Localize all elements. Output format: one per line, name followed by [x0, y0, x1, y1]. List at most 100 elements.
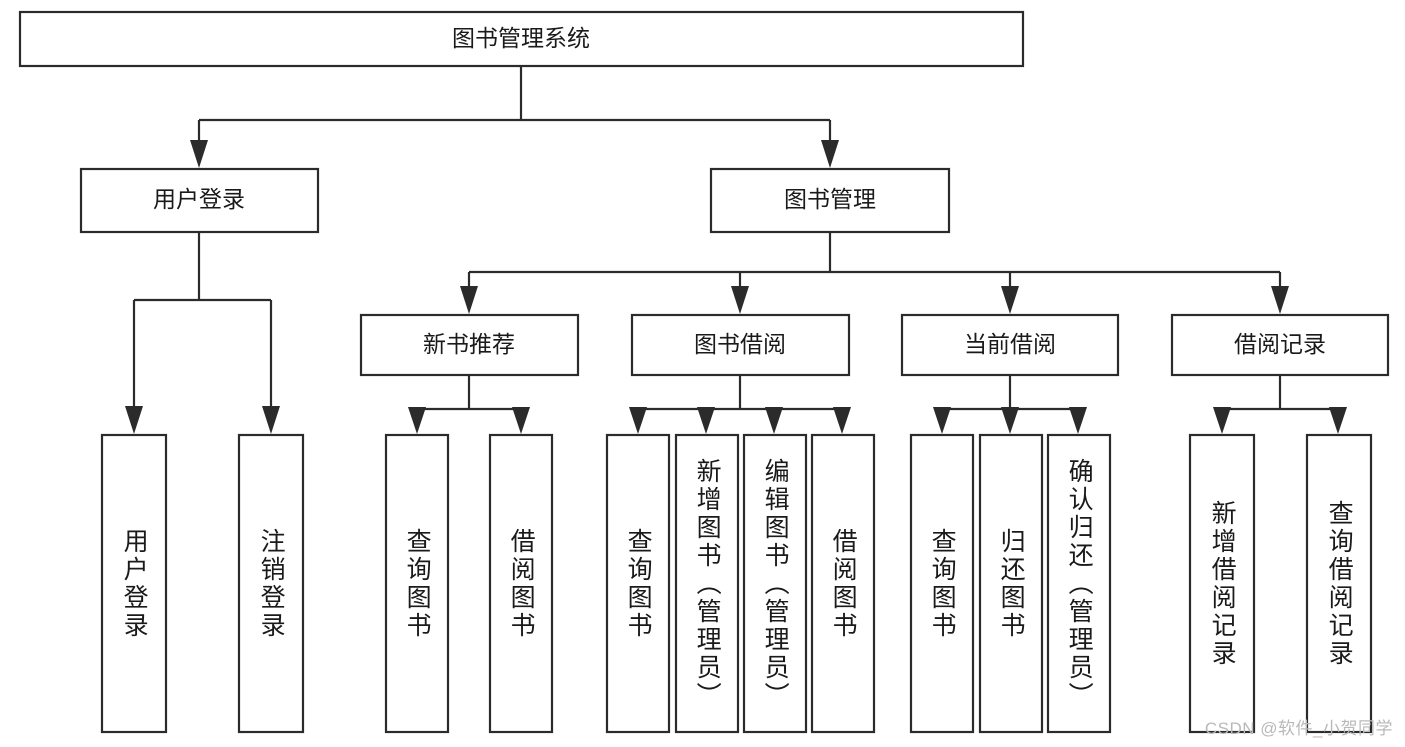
leaf-borrow-record-1-label: 新增借阅记录: [1208, 499, 1237, 668]
leaf-book-borrow-1-label: 查询图书: [624, 527, 653, 640]
arrow-bookmgmt-child-1: [460, 286, 478, 314]
leaf-borrow-record-2-box[interactable]: [1305, 433, 1373, 734]
leaf-user-login-1[interactable]: 用户登录: [100, 433, 168, 734]
arrow-current-leaf-1: [933, 407, 951, 434]
node-new-book-recommend[interactable]: 新书推荐: [359, 313, 580, 377]
node-current-borrow-box[interactable]: [900, 313, 1120, 377]
leaf-book-borrow-3-label: 编辑图书（管理员）: [761, 457, 790, 710]
leaf-book-borrow-1-box[interactable]: [605, 433, 671, 734]
leaf-current-borrow-3-label-wrap: 确认归还（管理员）: [1065, 457, 1094, 710]
arrow-newbook-leaf-1: [408, 407, 426, 434]
leaf-current-borrow-2[interactable]: 归还图书: [978, 433, 1044, 734]
connector-group-borrow: [629, 375, 851, 434]
leaf-new-book-2-label: 借阅图书: [507, 527, 536, 640]
leaf-book-borrow-3-box[interactable]: [742, 433, 808, 734]
leaf-book-borrow-1[interactable]: 查询图书: [605, 433, 671, 734]
leaf-new-book-2-label-wrap: 借阅图书: [507, 527, 536, 640]
leaf-user-login-1-label: 用户登录: [120, 527, 149, 640]
node-borrow-record[interactable]: 借阅记录: [1170, 313, 1390, 377]
node-borrow-record-box[interactable]: [1170, 313, 1390, 377]
leaf-current-borrow-1-label: 查询图书: [928, 527, 957, 640]
node-book-borrow-box[interactable]: [630, 313, 851, 377]
leaf-user-login-1-label-wrap: 用户登录: [120, 527, 149, 640]
arrow-bookmgmt-child-4: [1271, 286, 1289, 314]
arrow-current-leaf-2: [1001, 407, 1019, 434]
node-borrow-record-label: 借阅记录: [1234, 331, 1326, 357]
leaf-current-borrow-1[interactable]: 查询图书: [909, 433, 975, 734]
leaf-borrow-record-2[interactable]: 查询借阅记录: [1305, 433, 1373, 734]
leaf-current-borrow-3-label: 确认归还（管理员）: [1065, 457, 1094, 710]
leaf-user-login-1-box[interactable]: [100, 433, 168, 734]
leaf-new-book-1-label-wrap: 查询图书: [403, 527, 432, 640]
leaf-borrow-record-2-label: 查询借阅记录: [1325, 499, 1354, 668]
leaf-borrow-record-1-box[interactable]: [1188, 433, 1256, 734]
leaf-book-borrow-4-label: 借阅图书: [829, 527, 858, 640]
leaf-new-book-1[interactable]: 查询图书: [384, 433, 450, 734]
arrow-userlogin-leaf-1: [125, 406, 143, 434]
leaf-user-login-2[interactable]: 注销登录: [237, 433, 305, 734]
node-book-management[interactable]: 图书管理: [709, 167, 951, 234]
node-root-box[interactable]: [18, 10, 1025, 68]
arrow-borrow-leaf-3: [765, 407, 783, 434]
arrow-borrow-leaf-2: [697, 407, 715, 434]
connector-group-bookmgmt: [460, 232, 1289, 314]
leaf-new-book-2-box[interactable]: [488, 433, 554, 734]
arrow-current-leaf-3: [1069, 407, 1087, 434]
leaf-new-book-2[interactable]: 借阅图书: [488, 433, 554, 734]
leaf-current-borrow-2-label: 归还图书: [997, 527, 1026, 640]
leaf-book-borrow-3[interactable]: 编辑图书（管理员）: [742, 433, 808, 734]
leaf-user-login-2-label: 注销登录: [257, 527, 286, 640]
leaf-book-borrow-4-label-wrap: 借阅图书: [829, 527, 858, 640]
connector-group-newbook: [408, 374, 530, 434]
leaf-book-borrow-4[interactable]: 借阅图书: [810, 433, 876, 734]
node-book-borrow-label: 图书借阅: [694, 331, 786, 357]
leaf-current-borrow-1-label-wrap: 查询图书: [928, 527, 957, 640]
node-current-borrow[interactable]: 当前借阅: [900, 313, 1120, 377]
arrow-root-to-userlogin: [190, 140, 208, 168]
leaf-book-borrow-2-label: 新增图书（管理员）: [693, 457, 722, 710]
leaf-book-borrow-4-box[interactable]: [810, 433, 876, 734]
leaf-book-borrow-3-label-wrap: 编辑图书（管理员）: [761, 457, 790, 710]
leaf-current-borrow-1-box[interactable]: [909, 433, 975, 734]
leaf-current-borrow-3[interactable]: 确认归还（管理员）: [1046, 433, 1112, 734]
leaf-borrow-record-2-label-wrap: 查询借阅记录: [1325, 499, 1354, 668]
leaf-current-borrow-2-label-wrap: 归还图书: [997, 527, 1026, 640]
leaf-book-borrow-2-label-wrap: 新增图书（管理员）: [693, 457, 722, 710]
arrow-record-leaf-1: [1213, 407, 1231, 434]
leaf-current-borrow-2-box[interactable]: [978, 433, 1044, 734]
arrow-bookmgmt-child-3: [1001, 286, 1019, 314]
connector-group-record: [1213, 375, 1347, 434]
leaf-current-borrow-3-box[interactable]: [1046, 433, 1112, 734]
connector-group-userlogin: [125, 232, 280, 434]
node-user-login[interactable]: 用户登录: [79, 167, 320, 234]
node-new-book-recommend-label: 新书推荐: [423, 331, 515, 357]
leaf-borrow-record-1-label-wrap: 新增借阅记录: [1208, 499, 1237, 668]
arrow-userlogin-leaf-2: [262, 406, 280, 434]
node-user-login-box[interactable]: [79, 167, 320, 234]
arrow-root-to-bookmgmt: [821, 140, 839, 168]
node-book-management-box[interactable]: [709, 167, 951, 234]
node-user-login-label: 用户登录: [153, 186, 245, 212]
leaf-book-borrow-2-box[interactable]: [674, 433, 740, 734]
leaf-book-borrow-2[interactable]: 新增图书（管理员）: [674, 433, 740, 734]
leaf-user-login-2-box[interactable]: [237, 433, 305, 734]
node-book-management-label: 图书管理: [784, 186, 876, 212]
node-root[interactable]: 图书管理系统: [18, 10, 1025, 68]
leaf-new-book-1-label: 查询图书: [403, 527, 432, 640]
arrow-newbook-leaf-2: [512, 407, 530, 434]
node-new-book-recommend-box[interactable]: [359, 313, 580, 377]
node-current-borrow-label: 当前借阅: [964, 331, 1056, 357]
arrow-bookmgmt-child-2: [731, 286, 749, 314]
node-book-borrow[interactable]: 图书借阅: [630, 313, 851, 377]
leaf-new-book-1-box[interactable]: [384, 433, 450, 734]
arrow-record-leaf-2: [1329, 407, 1347, 434]
arrow-borrow-leaf-4: [833, 407, 851, 434]
arrow-borrow-leaf-1: [629, 407, 647, 434]
connector-group-root: [190, 66, 839, 168]
connector-group-current: [933, 375, 1087, 434]
leaf-user-login-2-label-wrap: 注销登录: [257, 527, 286, 640]
leaf-borrow-record-1[interactable]: 新增借阅记录: [1188, 433, 1256, 734]
leaf-book-borrow-1-label-wrap: 查询图书: [624, 527, 653, 640]
